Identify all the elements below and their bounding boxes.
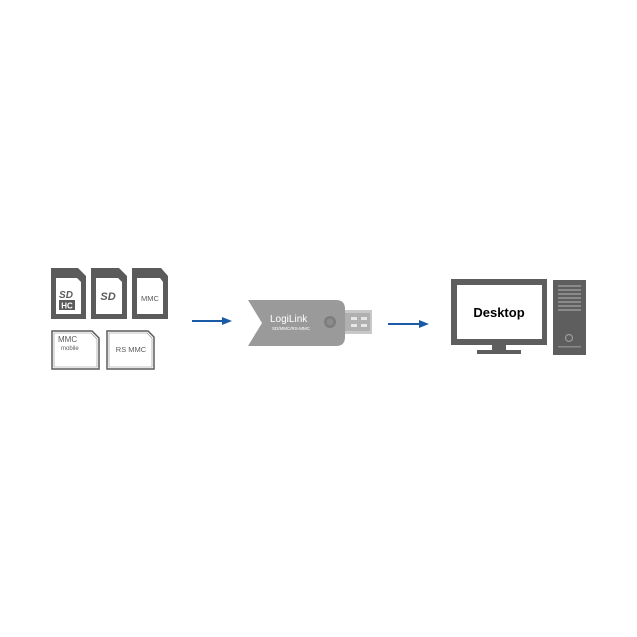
arrow-right-icon xyxy=(192,317,232,325)
reader-model-label: SD/MMC/RS-MMC xyxy=(272,326,311,331)
mmc-card: MMC xyxy=(132,268,168,319)
arrow-right-icon xyxy=(388,320,429,328)
rs-mmc-label: RS MMC xyxy=(116,345,147,354)
sd-logo: SD xyxy=(100,291,115,303)
sdhc-card: SD HC xyxy=(51,268,86,319)
rs-mmc-card: RS MMC xyxy=(106,330,155,370)
reader-brand-label: LogiLink xyxy=(270,314,308,325)
mmc-mobile-label: MMC xyxy=(58,335,77,344)
card-reader: LogiLink SD/MMC/RS-MMC xyxy=(248,300,372,346)
memory-cards-group: SD HC SD MMC MMC mobile RS MMC xyxy=(51,268,168,370)
mmc-mobile-sublabel: mobile xyxy=(61,346,79,352)
mmc-label: MMC xyxy=(141,294,159,303)
sd-card: SD xyxy=(91,268,127,319)
screen-label: Desktop xyxy=(473,305,524,320)
mmc-mobile-card: MMC mobile xyxy=(51,330,100,370)
sdhc-hc-logo: HC xyxy=(61,302,73,311)
sdhc-sd-logo: SD xyxy=(59,290,73,301)
power-button-icon xyxy=(564,333,574,343)
desktop-computer: Desktop xyxy=(451,279,586,355)
pc-tower xyxy=(553,280,586,355)
